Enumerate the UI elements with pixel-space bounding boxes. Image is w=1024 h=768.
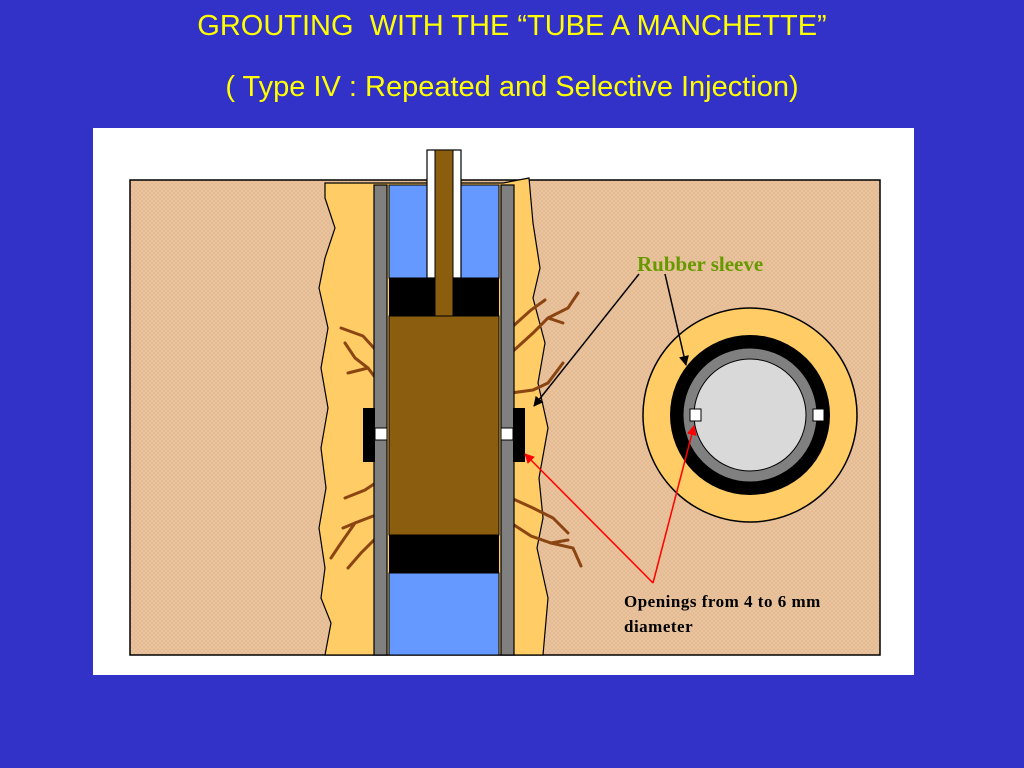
tube-wall-right [500,184,515,656]
diagram-panel: Rubber sleeve Openings from 4 to 6 mm di… [93,128,914,675]
opening-right [500,427,514,441]
openings-label-line2: diameter [624,617,693,636]
openings-label-line1: Openings from 4 to 6 mm [624,592,821,611]
sleeve-right [513,408,525,462]
slide-title: GROUTING WITH THE “TUBE A MANCHETTE” [197,10,827,42]
cross-opening-left [689,408,702,422]
water-lower [388,572,500,656]
sleeve-arrows [533,273,689,407]
tube-wall-left [373,184,388,656]
injection-chamber [388,315,500,536]
rod-inner [434,149,454,317]
right-cracks [509,291,583,568]
rubber-sleeve-label: Rubber sleeve [637,252,763,276]
cross-section [642,307,858,523]
slide-subtitle: ( Type IV : Repeated and Selective Injec… [225,71,799,103]
packer-lower [389,535,499,573]
sleeve-left [363,408,375,462]
opening-arrows [524,425,697,584]
cross-opening-right [812,408,825,422]
opening-left [374,427,388,441]
grouting-diagram: Rubber sleeve Openings from 4 to 6 mm di… [129,149,881,656]
